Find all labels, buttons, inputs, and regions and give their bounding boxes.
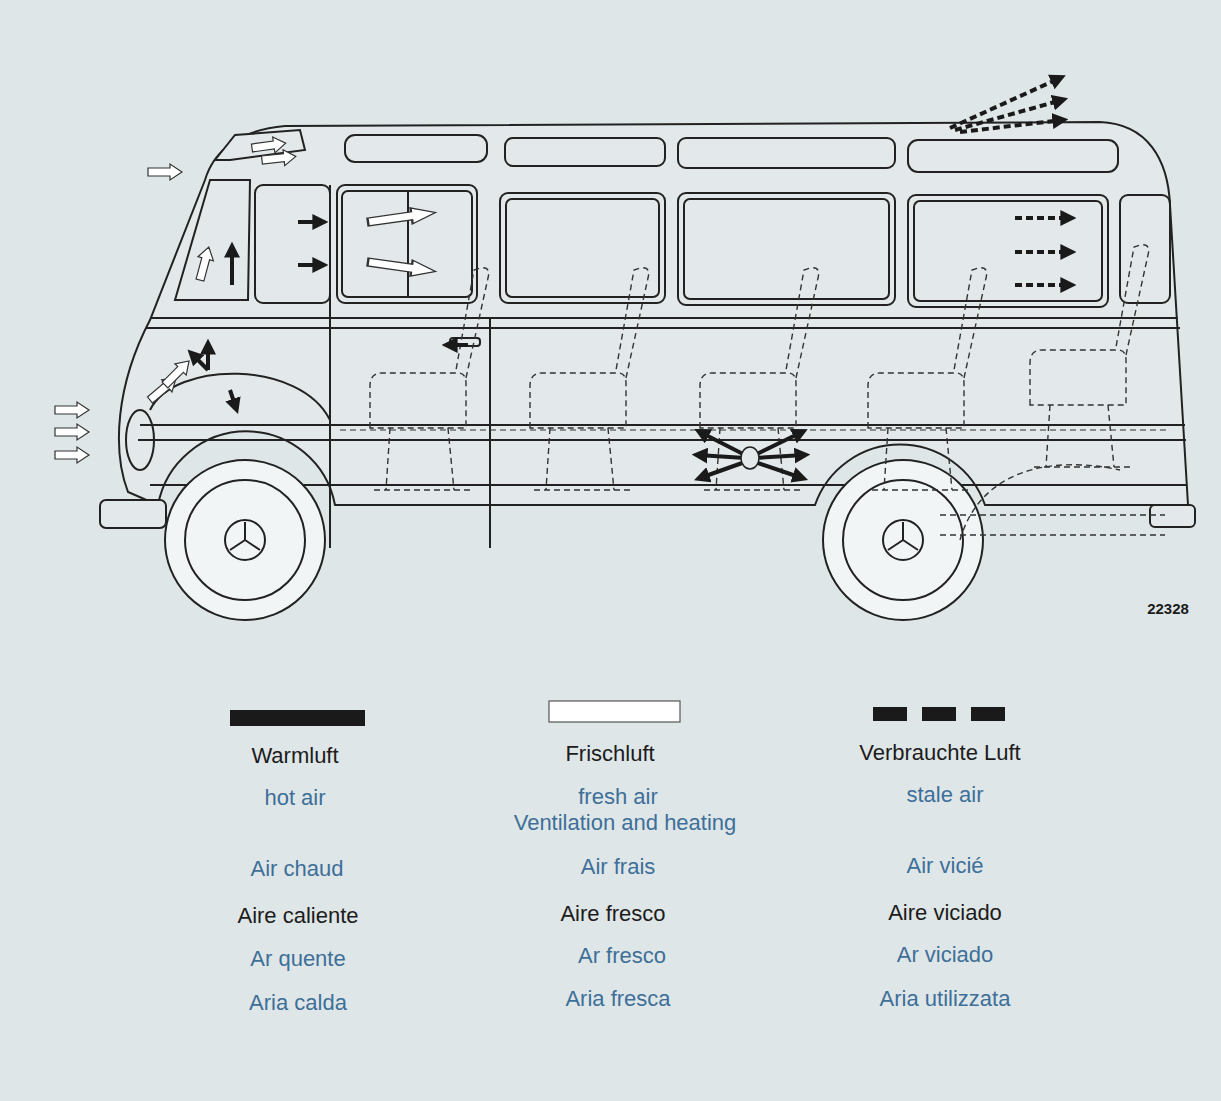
legend-samples bbox=[549, 701, 1005, 722]
legend-translation: Air chaud bbox=[251, 856, 344, 881]
legend-translation: Aire fresco bbox=[560, 901, 665, 926]
legend-translation: Ar fresco bbox=[578, 943, 666, 968]
legend-translation: fresh air bbox=[578, 784, 657, 809]
legend-text: Warmluft bbox=[251, 743, 338, 768]
legend-translation: Aire viciado bbox=[888, 900, 1002, 925]
wheels bbox=[165, 460, 983, 620]
legend-text: Verbrauchte Luft bbox=[859, 740, 1020, 765]
legend-translation: Aria utilizzata bbox=[880, 986, 1011, 1011]
legend-translation: Aria fresca bbox=[565, 986, 670, 1011]
legend-translation: Ventilation and heating bbox=[514, 810, 737, 835]
legend-translation: Air frais bbox=[581, 854, 656, 879]
legend-translation: Air vicié bbox=[906, 853, 983, 878]
hot-air-arrows bbox=[192, 222, 804, 478]
stale-air-arrows bbox=[950, 78, 1070, 285]
legend-translation: stale air bbox=[906, 782, 983, 807]
legend-text: Frischluft bbox=[565, 741, 654, 766]
floor-heater bbox=[741, 447, 759, 469]
legend-translation: Aire caliente bbox=[237, 903, 358, 928]
figure-number: 22328 bbox=[1147, 600, 1189, 617]
legend-translation: Ar quente bbox=[250, 946, 345, 971]
legend-swatch bbox=[230, 710, 365, 726]
legend-translation: Aria calda bbox=[249, 990, 347, 1015]
fresh-air-arrows bbox=[55, 135, 436, 463]
legend-translation: Ar viciado bbox=[897, 942, 994, 967]
legend-translation: hot air bbox=[264, 785, 325, 810]
interior-seats bbox=[340, 245, 1170, 540]
